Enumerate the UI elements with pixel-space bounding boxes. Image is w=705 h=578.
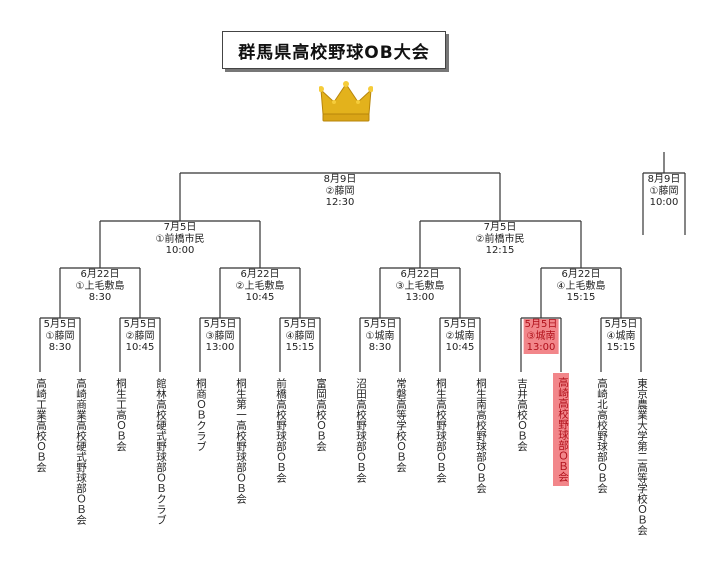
team-name: 吉井高校ＯＢ会 (516, 378, 528, 452)
quarterfinal-venue: ③上毛敷島 (395, 280, 445, 292)
extra-match-label: 8月9日 ①藤岡 10:00 (646, 174, 682, 209)
first-round-date: 5月5日 (363, 319, 397, 330)
first-round-venue: ④城南 (606, 330, 636, 342)
first-round-label: 5月5日 ③藤岡 13:00 (202, 319, 238, 354)
final-venue: ②藤岡 (325, 185, 355, 197)
quarterfinal-date: 6月22日 (561, 269, 601, 280)
page-title: 群馬県高校野球OB大会 (222, 31, 446, 69)
team-name: 高崎北高校野球部ＯＢ会 (596, 378, 608, 494)
final-date: 8月9日 (323, 174, 357, 185)
first-round-venue: ③藤岡 (205, 330, 235, 342)
semifinal-time: 10:00 (165, 245, 195, 256)
quarterfinal-venue: ②上毛敷島 (235, 280, 285, 292)
team-name-highlighted: 高崎高校野球部ＯＢ会 (553, 373, 569, 486)
first-round-venue: ②城南 (445, 330, 475, 342)
quarterfinal-date: 6月22日 (80, 269, 120, 280)
first-round-date: 5月5日 (283, 319, 317, 330)
quarterfinal-date: 6月22日 (240, 269, 280, 280)
first-round-date: 5月5日 (443, 319, 477, 330)
team-name: 桐生高校野球部ＯＢ会 (435, 378, 447, 483)
first-round-label: 5月5日 ④藤岡 15:15 (282, 319, 318, 354)
first-round-label: 5月5日 ②藤岡 10:45 (122, 319, 158, 354)
first-round-date: 5月5日 (43, 319, 77, 330)
first-round-venue: ①藤岡 (45, 330, 75, 342)
first-round-venue: ③城南 (526, 330, 556, 342)
first-round-date: 5月5日 (203, 319, 237, 330)
semifinal-date: 7月5日 (483, 222, 517, 233)
team-name: 前橋高校野球部ＯＢ会 (275, 378, 287, 483)
quarterfinal-time: 8:30 (88, 292, 112, 303)
semifinal-venue: ②前橋市民 (475, 233, 525, 245)
first-round-label: 5月5日 ①城南 8:30 (362, 319, 398, 354)
first-round-time: 8:30 (48, 342, 72, 353)
team-name: 桐生工高ＯＢ会 (115, 378, 127, 452)
team-name: 高崎工業高校ＯＢ会 (35, 378, 47, 473)
first-round-venue: ①城南 (365, 330, 395, 342)
first-round-time: 10:45 (445, 342, 475, 353)
team-name: 常磐高等学校ＯＢ会 (395, 378, 407, 473)
first-round-date: 5月5日 (123, 319, 157, 330)
first-round-time: 8:30 (368, 342, 392, 353)
first-round-time: 15:15 (285, 342, 315, 353)
quarterfinal-label: 6月22日 ①上毛敷島 8:30 (74, 269, 126, 304)
final-time: 12:30 (325, 197, 355, 208)
quarterfinal-venue: ①上毛敷島 (75, 280, 125, 292)
first-round-time: 13:00 (526, 342, 556, 353)
quarterfinal-label: 6月22日 ②上毛敷島 10:45 (234, 269, 286, 304)
first-round-label-highlighted: 5月5日 ③城南 13:00 (523, 319, 559, 354)
extra-match-time: 10:00 (649, 197, 679, 208)
first-round-venue: ④藤岡 (285, 330, 315, 342)
quarterfinal-label: 6月22日 ③上毛敷島 13:00 (394, 269, 446, 304)
first-round-date: 5月5日 (604, 319, 638, 330)
team-name: 富岡高校ＯＢ会 (315, 378, 327, 452)
team-name: 館林高校硬式野球部ＯＢクラブ (155, 378, 167, 525)
team-name: 沼田高校野球部ＯＢ会 (355, 378, 367, 483)
extra-match-venue: ①藤岡 (649, 185, 679, 197)
quarterfinal-time: 15:15 (566, 292, 596, 303)
quarterfinal-venue: ④上毛敷島 (556, 280, 606, 292)
semifinal-label: 7月5日 ②前橋市民 12:15 (474, 222, 526, 257)
team-name: 桐生南高校野球部ＯＢ会 (475, 378, 487, 494)
semifinal-venue: ①前橋市民 (155, 233, 205, 245)
quarterfinal-label: 6月22日 ④上毛敷島 15:15 (555, 269, 607, 304)
semifinal-date: 7月5日 (163, 222, 197, 233)
team-name: 桐商ＯＢクラブ (195, 378, 207, 452)
first-round-label: 5月5日 ②城南 10:45 (442, 319, 478, 354)
quarterfinal-time: 13:00 (405, 292, 435, 303)
first-round-label: 5月5日 ①藤岡 8:30 (42, 319, 78, 354)
semifinal-label: 7月5日 ①前橋市民 10:00 (154, 222, 206, 257)
semifinal-time: 12:15 (485, 245, 515, 256)
team-name: 桐生第一高校野球部ＯＢ会 (235, 378, 247, 504)
first-round-venue: ②藤岡 (125, 330, 155, 342)
first-round-label: 5月5日 ④城南 15:15 (603, 319, 639, 354)
crown-icon (319, 81, 373, 122)
first-round-time: 13:00 (205, 342, 235, 353)
final-match-label: 8月9日 ②藤岡 12:30 (322, 174, 358, 209)
quarterfinal-time: 10:45 (245, 292, 275, 303)
first-round-time: 15:15 (606, 342, 636, 353)
team-name: 高崎商業高校硬式野球部ＯＢ会 (75, 378, 87, 525)
extra-match-date: 8月9日 (647, 174, 681, 185)
first-round-date: 5月5日 (524, 319, 558, 330)
team-name: 東京農業大学第二高等学校ＯＢ会 (636, 378, 648, 536)
quarterfinal-date: 6月22日 (400, 269, 440, 280)
first-round-time: 10:45 (125, 342, 155, 353)
